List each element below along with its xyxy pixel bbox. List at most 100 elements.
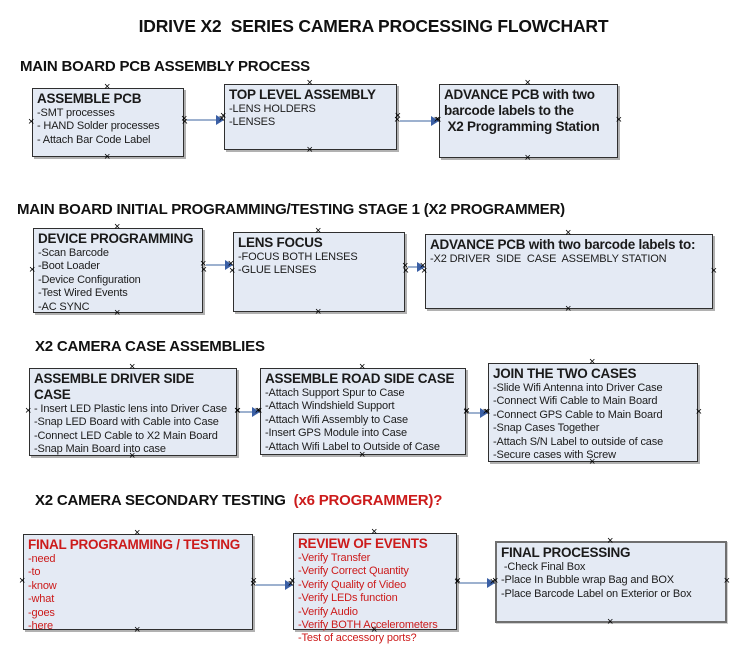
arrowhead-icon: [431, 116, 439, 126]
box-line: -Attach S/N Label to outside of case: [493, 435, 664, 448]
arrowhead-icon: [285, 580, 293, 590]
box-line: -Attach Wifi Label to Outside of Case: [265, 440, 440, 453]
connection-point-icon: ×: [371, 526, 378, 538]
flow-box-assemble-pcb: × × × × ASSEMBLE PCB -SMT processes- HAN…: [28, 82, 188, 163]
connection-point-icon: ×: [695, 405, 702, 418]
arrow-line: [256, 584, 286, 586]
box-line: -need: [28, 553, 56, 565]
connection-point-icon: ×: [104, 151, 111, 163]
box-line: -Snap LED Board with Cable into Case: [34, 416, 219, 429]
page-title: IDRIVE X2 SERIES CAMERA PROCESSING FLOWC…: [138, 16, 609, 36]
connection-point-icon: ×: [181, 115, 188, 128]
arrowhead-icon: [252, 407, 260, 417]
box-lines: -need-to-know-what-goes-here: [28, 553, 248, 633]
flow-box-device-programming: × × × × DEVICE PROGRAMMING -Scan Barcode…: [29, 222, 207, 319]
connection-point-icon: ×: [218, 113, 225, 125]
connection-point-icon: ×: [463, 404, 470, 417]
box-line: -LENSES: [229, 116, 276, 129]
box-line: -Device Configuration: [38, 273, 141, 286]
box-line: -Attach Windshield Support: [265, 400, 395, 413]
box-lines: -Slide Wifi Antenna into Driver Case-Con…: [493, 382, 693, 462]
arrowhead-icon: [417, 262, 425, 272]
connection-point-icon: ×: [315, 306, 322, 318]
connection-point-icon: ×: [306, 144, 313, 156]
box-lines: -LENS HOLDERS-LENSES: [229, 103, 392, 130]
box-title: DEVICE PROGRAMMING: [38, 231, 194, 246]
connection-point-icon: ×: [200, 258, 207, 270]
connection-point-icon: ×: [454, 576, 461, 588]
connection-point-icon: ×: [402, 265, 409, 277]
connection-point-icon: ×: [524, 152, 531, 164]
section-heading-secondary-testing: X2 CAMERA SECONDARY TESTING (x6 PROGRAMM…: [35, 492, 442, 509]
connection-point-icon: ×: [454, 574, 461, 587]
connection-point-icon: ×: [359, 449, 366, 461]
flow-box-join-two-cases: × × × × JOIN THE TWO CASES -Slide Wifi A…: [484, 357, 702, 468]
connection-point-icon: ×: [129, 361, 136, 373]
connection-point-icon: ×: [589, 456, 596, 468]
box-title: ADVANCE PCB with two barcode labels to:: [430, 237, 696, 252]
box-line: -Secure cases with Screw: [493, 449, 616, 462]
box-line: -Connect Wifi Cable to Main Board: [493, 395, 658, 408]
box-lines: -X2 DRIVER SIDE CASE ASSEMBLY STATION: [430, 253, 708, 266]
connection-point-icon: ×: [489, 576, 496, 588]
connection-point-icon: ×: [589, 356, 596, 368]
flow-box-final-programming-testing: × × × × FINAL PROGRAMMING / TESTING -nee…: [19, 528, 257, 636]
connection-point-icon: ×: [287, 578, 294, 590]
connection-point-icon: ×: [433, 114, 440, 126]
connection-point-icon: ×: [482, 406, 489, 418]
heading-red-part: (x6 PROGRAMMER)?: [285, 492, 443, 509]
arrow-line: [469, 412, 481, 414]
connection-point-icon: ×: [359, 361, 366, 373]
connection-point-icon: ×: [134, 624, 141, 636]
connection-point-icon: ×: [315, 225, 322, 237]
box-line: -Snap Main Board into case: [34, 443, 166, 456]
connection-point-icon: ×: [181, 113, 188, 125]
connection-point-icon: ×: [104, 81, 111, 93]
box-title: REVIEW OF EVENTS: [298, 536, 428, 551]
connection-point-icon: ×: [524, 77, 531, 89]
box-lines: -Scan Barcode-Boot Loader-Device Configu…: [38, 247, 198, 314]
box-line: -Boot Loader: [38, 260, 100, 273]
box-title: ASSEMBLE DRIVER SIDE CASE: [34, 371, 198, 402]
box-line: - Insert LED Plastic lens into Driver Ca…: [34, 403, 227, 415]
arrowhead-icon: [225, 260, 233, 270]
arrow-line: [400, 120, 432, 122]
box-line: -Verify Transfer: [298, 552, 371, 564]
box-line: -Verify BOTH Accelerometers: [298, 619, 438, 632]
connection-point-icon: ×: [234, 405, 241, 417]
box-line: -Connect GPS Cable to Main Board: [493, 408, 663, 421]
box-title: FINAL PROCESSING: [501, 545, 631, 560]
arrow-line: [206, 264, 226, 266]
box-line: -Attach Wifi Assembly to Case: [265, 413, 408, 426]
box-line: -AC SYNC: [38, 300, 90, 313]
section-heading-pcb-assembly: MAIN BOARD PCB ASSEMBLY PROCESS: [20, 58, 310, 75]
box-line: -SMT processes: [37, 107, 115, 119]
box-line: -GLUE LENSES: [238, 264, 317, 277]
box-line: -know: [28, 579, 57, 592]
box-line: -to: [28, 566, 41, 579]
arrowhead-icon: [480, 408, 488, 418]
flow-box-road-side-case: × × × × ASSEMBLE ROAD SIDE CASE -Attach …: [256, 362, 470, 461]
box-line: -Connect LED Cable to X2 Main Board: [34, 429, 218, 442]
box-title: ASSEMBLE ROAD SIDE CASE: [265, 371, 455, 386]
box-lines: -SMT processes- HAND Solder processes- A…: [37, 107, 179, 147]
box-title: FINAL PROGRAMMING / TESTING: [28, 537, 240, 552]
connection-point-icon: ×: [306, 77, 313, 89]
box-line: - HAND Solder processes: [37, 120, 160, 133]
box-title: ADVANCE PCB with two barcode labels to t…: [444, 87, 600, 134]
box-lines: - Insert LED Plastic lens into Driver Ca…: [34, 403, 232, 457]
connection-point-icon: ×: [565, 303, 572, 315]
connection-point-icon: ×: [229, 265, 236, 277]
connection-point-icon: ×: [615, 114, 622, 126]
connection-point-icon: ×: [200, 263, 207, 276]
box-line: -Snap Cases Together: [493, 422, 600, 435]
box-title: LENS FOCUS: [238, 235, 323, 250]
connection-point-icon: ×: [227, 258, 234, 270]
flow-box-top-level-assembly: × × × × TOP LEVEL ASSEMBLY -LENS HOLDERS…: [220, 78, 401, 156]
connection-point-icon: ×: [419, 260, 426, 272]
connection-point-icon: ×: [607, 535, 614, 547]
box-title: TOP LEVEL ASSEMBLY: [229, 87, 376, 102]
connection-point-icon: ×: [492, 575, 499, 587]
box-line: -here: [28, 620, 53, 633]
section-heading-case-assemblies: X2 CAMERA CASE ASSEMBLIES: [35, 338, 265, 355]
